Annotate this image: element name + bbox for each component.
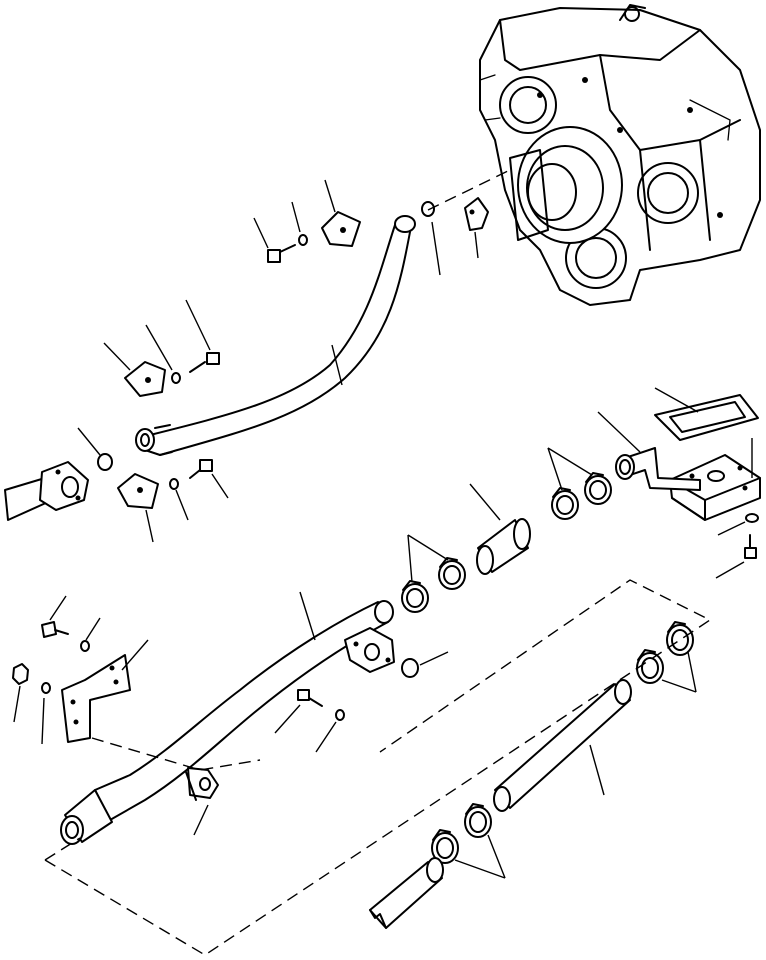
leader-line [274,704,301,734]
leader-line [487,834,506,879]
leader-line [547,447,563,491]
gasket-icon [654,394,759,441]
bracket-icon [61,654,131,743]
clamp-icon [431,829,459,864]
lower-suction-tube-icon [60,600,395,845]
routing-outline [91,737,261,771]
washer-icon [335,709,345,721]
tube-icon [493,679,632,812]
leader-line [185,299,211,351]
split-flange-icon [124,361,166,397]
elbow-pipe-icon [615,447,701,491]
clip-icon [185,767,219,801]
leader-line [687,651,697,693]
clamp-icon [464,803,492,838]
bolt-icon [189,352,220,373]
leader-line [717,521,746,536]
leader-line [121,639,149,671]
washer-icon [745,513,759,523]
leader-line [49,595,67,621]
washer-icon [171,372,181,384]
leader-line [454,859,506,879]
clamp-icon [438,557,466,590]
leader-line [145,324,173,371]
leader-line [41,697,45,745]
leader-line [331,344,343,386]
washer-icon [298,234,308,246]
leader-line [13,685,21,723]
leader-line [654,387,699,413]
o-ring-icon [421,201,435,217]
leader-line [315,721,337,753]
transmission-housing-icon [479,4,761,306]
tube-icon [369,857,444,929]
leader-line [469,483,501,521]
leader-line [145,509,154,543]
o-ring-icon [401,658,419,678]
nut-icon [12,663,29,685]
leader-line [407,534,449,561]
routing-outline [44,579,712,956]
split-flange-icon [464,197,489,231]
cover-plate-icon [669,454,761,521]
bolt-icon [297,689,323,707]
upper-suction-tube-icon [135,215,416,456]
washer-icon [41,682,51,694]
leader-line [597,411,641,453]
leader-line [431,221,441,276]
leader-line [324,179,336,213]
leader-line [407,534,413,583]
leader-line [474,231,479,259]
split-flange-icon [117,473,159,509]
o-ring-icon [97,453,113,471]
leader-line [715,561,745,579]
leader-line [291,201,301,233]
bolt-icon [744,534,757,559]
bolt-icon [267,244,296,263]
leader-line [85,617,101,641]
hose-icon [476,518,531,575]
leader-line [419,651,449,666]
split-flange-icon [321,211,361,247]
clamp-icon [401,580,429,613]
clamp-icon [551,487,579,520]
shaft-icon [4,461,89,521]
washer-icon [169,478,179,490]
leader-line [589,744,605,796]
alignment-line [427,169,511,211]
leader-line [175,489,189,521]
leader-line [661,679,697,693]
leader-line [253,217,269,249]
leader-line [193,804,209,836]
leader-line [299,591,316,641]
leader-line [211,473,229,499]
bolt-icon [189,459,213,479]
bolt-icon [41,621,69,638]
routing-outline [44,837,81,861]
leader-line [77,427,101,456]
washer-icon [80,640,90,652]
leader-line [547,447,593,476]
clamp-icon [666,621,694,656]
leader-line [103,342,131,371]
clamp-icon [584,472,612,505]
